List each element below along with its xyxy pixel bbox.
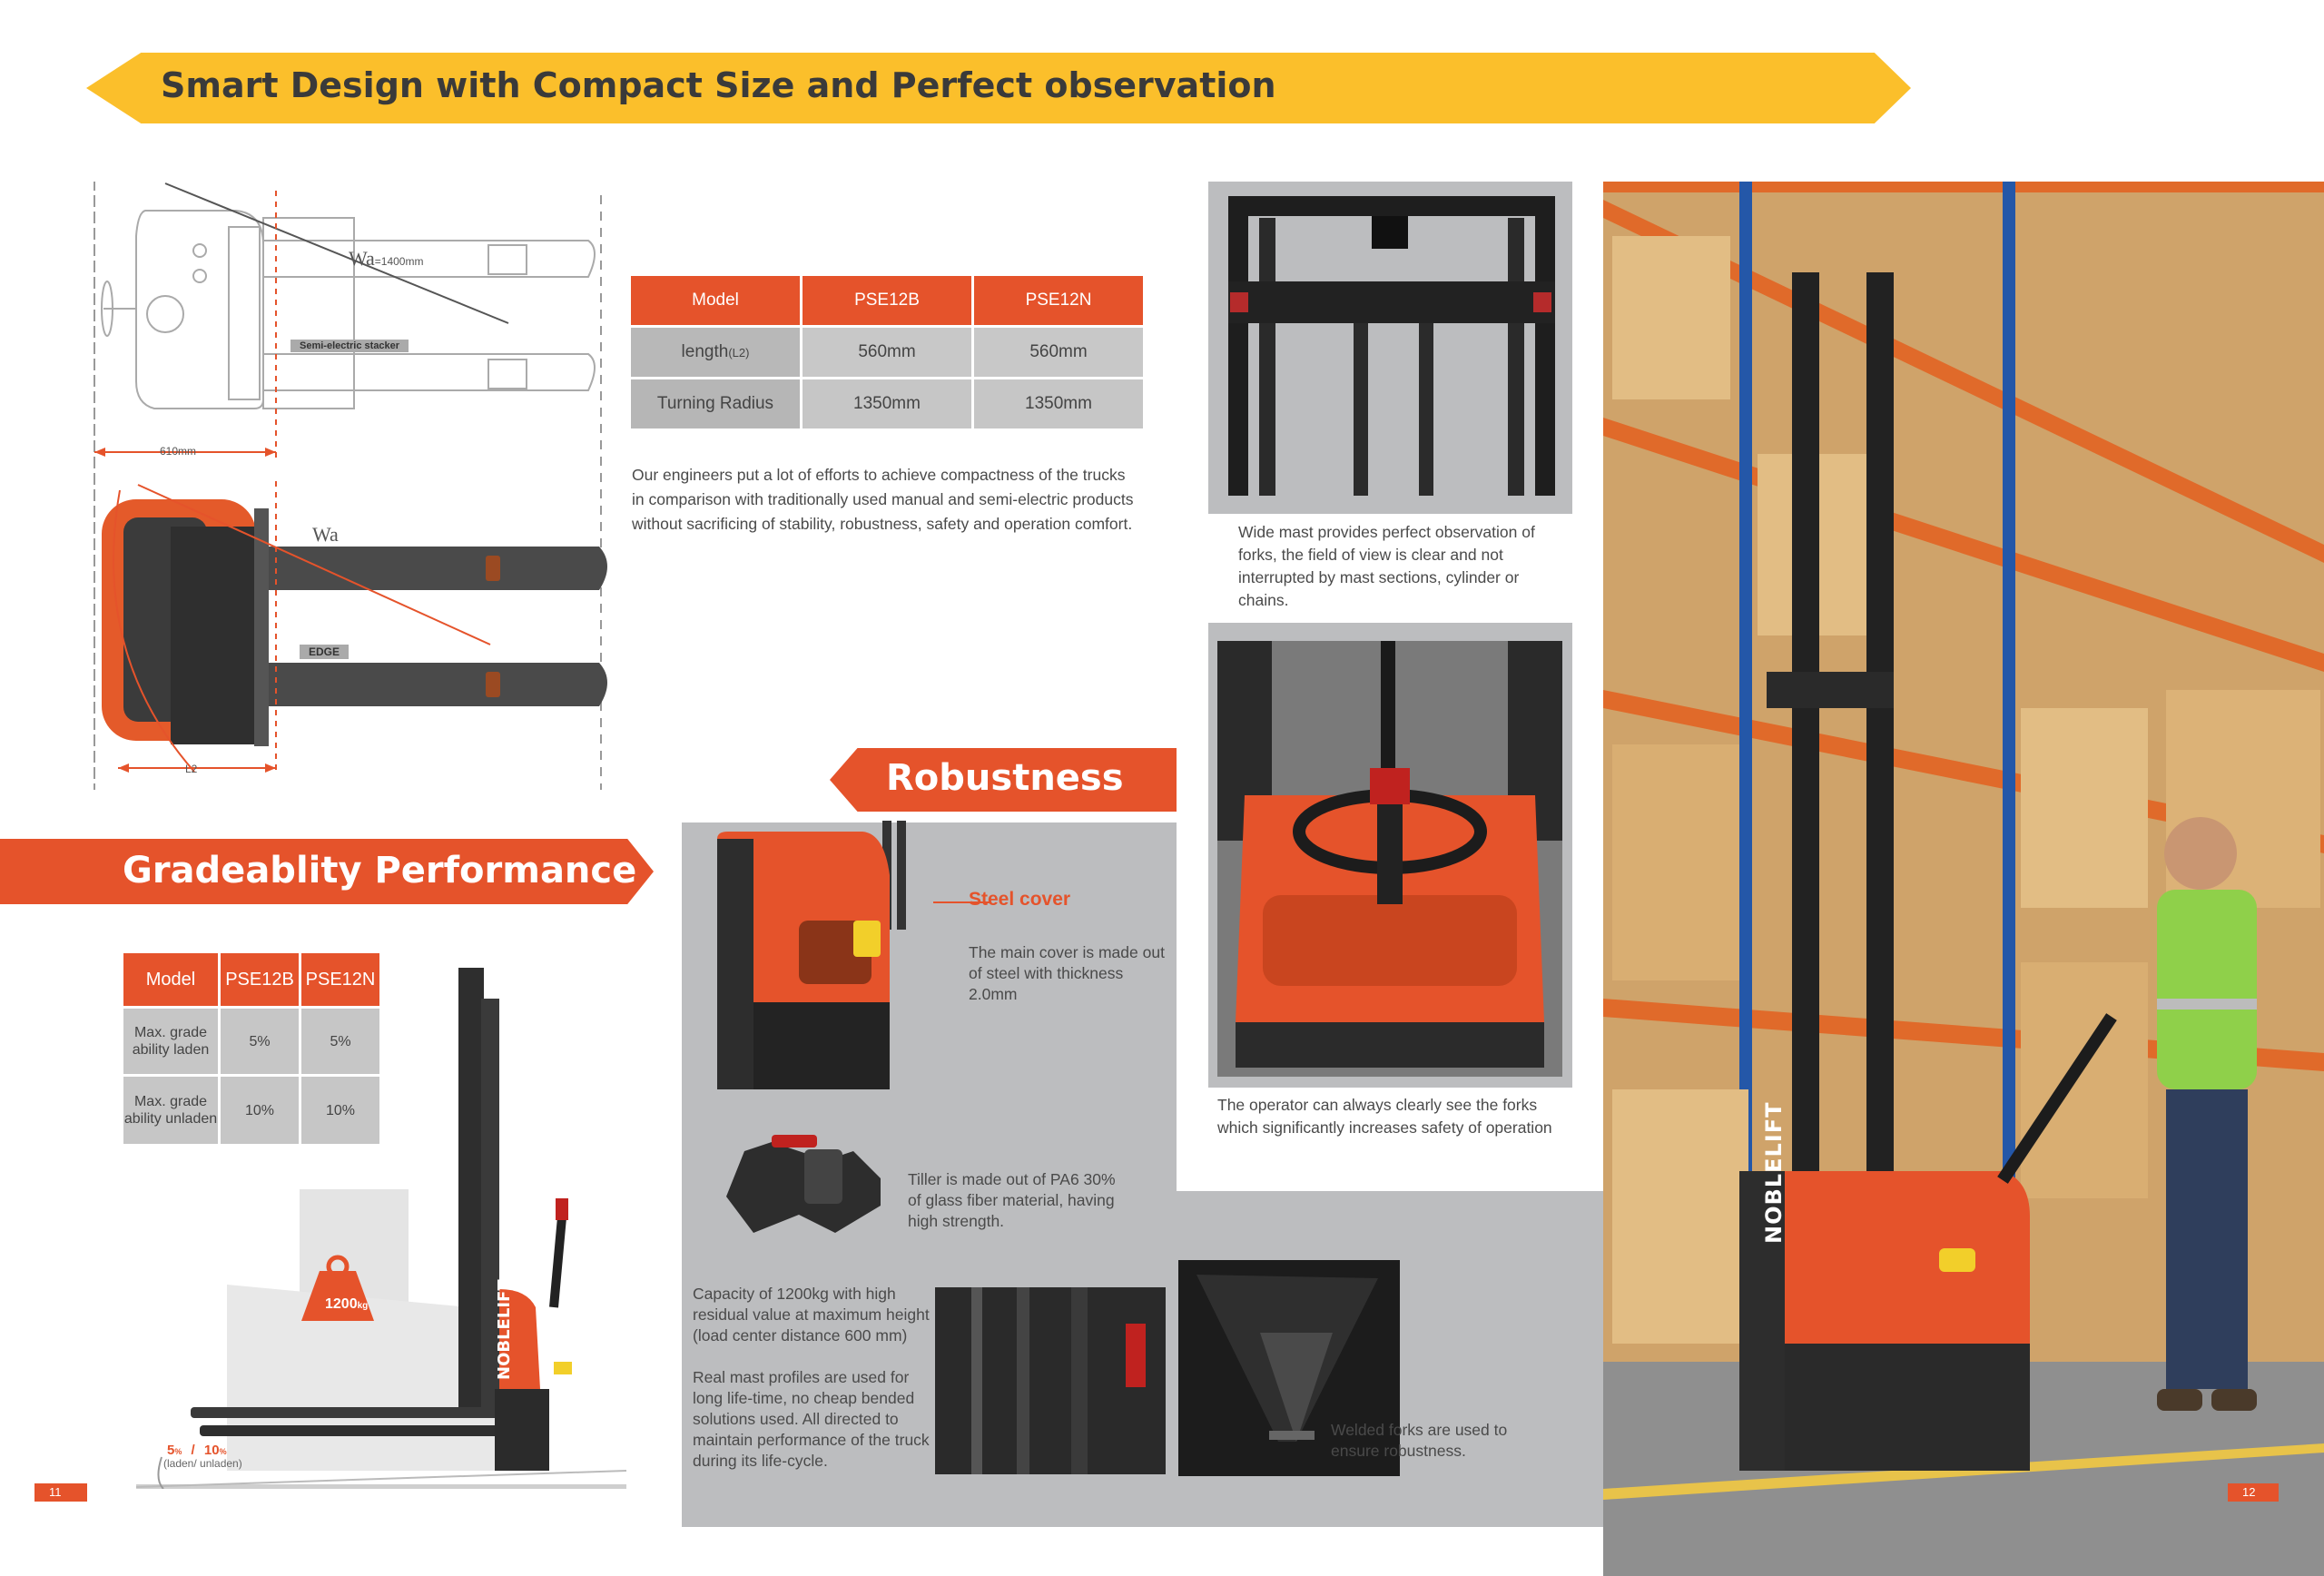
tiller-text: Tiller is made out of PA6 30% of glass f… xyxy=(908,1170,1116,1230)
spec-cell: 560mm xyxy=(803,328,971,377)
wide-mast-photo xyxy=(1208,182,1572,514)
capacity-text: Capacity of 1200kg with high residual va… xyxy=(693,1285,930,1345)
grade-row-label: Max. grade ability laden xyxy=(123,1009,218,1074)
width-610-label: 610mm xyxy=(160,445,197,458)
steel-cover-text: The main cover is made out of steel with… xyxy=(969,943,1165,1003)
grade-cell: 5% xyxy=(301,1009,379,1074)
page-number-right: 12 xyxy=(2228,1483,2279,1502)
robustness-title: Robustness xyxy=(886,757,1124,799)
gradeability-title: Gradeablity Performance xyxy=(123,850,637,891)
real-mast-text: Real mast profiles are used for long lif… xyxy=(693,1368,930,1470)
gradeability-table: Model PSE12B PSE12N Max. grade ability l… xyxy=(121,951,382,1147)
weight-label: 1200kg xyxy=(325,1296,369,1312)
mast-profile-photo xyxy=(935,1287,1166,1474)
welded-forks-text: Welded forks are used to ensure robustne… xyxy=(1331,1421,1508,1460)
compactness-text: Our engineers put a lot of efforts to ac… xyxy=(632,466,1134,533)
spec-cell: 1350mm xyxy=(974,379,1143,428)
spec-col-pse12n: PSE12N xyxy=(974,276,1143,325)
l2-label: L2 xyxy=(185,763,198,775)
warehouse-photo xyxy=(1603,182,2324,1576)
spec-cell: 1350mm xyxy=(803,379,971,428)
wide-mast-caption: Wide mast provides perfect observation o… xyxy=(1238,523,1535,609)
compactness-diagram xyxy=(94,182,607,790)
heading-banner: Smart Design with Compact Size and Perfe… xyxy=(86,53,1911,123)
operator-view-photo xyxy=(1208,623,1572,1088)
page-number-left: 11 xyxy=(34,1483,87,1502)
edge-label: EDGE xyxy=(300,645,350,659)
spec-row-turning-radius: Turning Radius 1350mm 1350mm xyxy=(631,379,1143,428)
robustness-banner: Robustness xyxy=(830,748,1177,812)
steel-cover-label: Steel cover xyxy=(969,889,1071,910)
grade-row-label: Max. grade ability unladen xyxy=(123,1077,218,1144)
spec-row-label: Turning Radius xyxy=(631,379,800,428)
spec-table: Model PSE12B PSE12N length(L2) 560mm 560… xyxy=(628,273,1146,431)
steel-cover-photo xyxy=(717,821,906,1089)
operator-caption: The operator can always clearly see the … xyxy=(1217,1096,1552,1137)
grade-col-pse12n: PSE12N xyxy=(301,953,379,1006)
gradeability-illustration xyxy=(136,968,626,1489)
grade-table-header: Model PSE12B PSE12N xyxy=(123,953,379,1006)
spec-cell: 560mm xyxy=(974,328,1143,377)
slope-values: 5% / 10% xyxy=(167,1443,227,1458)
spec-col-model: Model xyxy=(631,276,800,325)
grade-col-pse12b: PSE12B xyxy=(221,953,299,1006)
slope-note: (laden/ unladen) xyxy=(163,1457,242,1470)
page-heading: Smart Design with Compact Size and Perfe… xyxy=(161,65,1276,105)
brand-logo-small: NOBLELIFT xyxy=(495,1279,514,1380)
welded-forks-photo xyxy=(1178,1260,1400,1476)
tiller-photo xyxy=(726,1135,881,1233)
wa-value-top: =1400mm xyxy=(374,255,424,268)
wa-label-top: Wa xyxy=(349,247,375,270)
grade-row-laden: Max. grade ability laden 5% 5% xyxy=(123,1009,379,1074)
gradeability-banner: Gradeablity Performance xyxy=(0,839,654,904)
brand-logo-photo: NOBLELIFT xyxy=(1761,1101,1787,1244)
grade-row-unladen: Max. grade ability unladen 10% 10% xyxy=(123,1077,379,1144)
spec-row-length: length(L2) 560mm 560mm xyxy=(631,328,1143,377)
steel-cover-pointer xyxy=(933,901,991,903)
spec-table-header: Model PSE12B PSE12N xyxy=(631,276,1143,325)
spec-col-pse12b: PSE12B xyxy=(803,276,971,325)
semi-electric-stacker-outline xyxy=(101,210,596,409)
grade-cell: 10% xyxy=(301,1077,379,1144)
grade-cell: 5% xyxy=(221,1009,299,1074)
edge-stacker-topview xyxy=(102,499,607,746)
grade-col-model: Model xyxy=(123,953,218,1006)
grade-cell: 10% xyxy=(221,1077,299,1144)
semi-electric-label: Semi-electric stacker xyxy=(290,340,409,352)
wa-label-bottom: Wa xyxy=(312,523,339,546)
spec-row-label: length(L2) xyxy=(631,328,800,377)
